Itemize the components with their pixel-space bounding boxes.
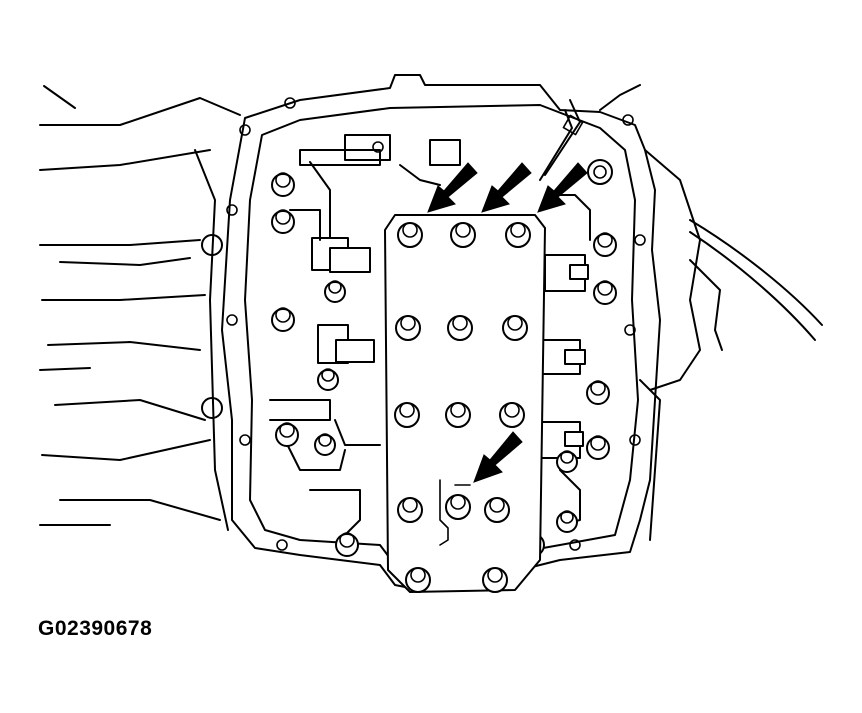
bolt (394, 402, 420, 428)
arrow-bolt-top-left (427, 162, 478, 213)
bolt (335, 532, 359, 557)
bolt (397, 222, 423, 248)
bolt (397, 497, 423, 523)
bolt (586, 435, 610, 460)
bolt (505, 222, 531, 248)
bolt (445, 494, 471, 520)
bolt (445, 402, 471, 428)
bolt (499, 402, 525, 428)
wire-harness (539, 99, 584, 181)
bolt (395, 315, 421, 341)
arrow-bolt-top-right (537, 162, 588, 213)
arrow-bolt-top-center (481, 162, 532, 213)
bolt (482, 567, 508, 593)
bolt (271, 209, 295, 234)
bolt (317, 368, 339, 391)
bolt (447, 315, 473, 341)
callout-arrows (427, 162, 588, 483)
bolt (586, 380, 610, 405)
bolt (405, 567, 431, 593)
valve-body-left (269, 134, 461, 541)
arrow-bolt-lower (473, 431, 523, 483)
bolt (556, 450, 578, 473)
transmission-housing-left (39, 85, 241, 531)
figure-code: G02390678 (38, 617, 153, 640)
bolt (324, 280, 346, 303)
valve-body-cover-plate (384, 214, 546, 593)
bolt (593, 280, 617, 305)
bolt (502, 315, 528, 341)
transmission-housing-right (599, 84, 823, 541)
bolt (271, 172, 295, 197)
bolt (593, 232, 617, 257)
bolt (275, 422, 299, 447)
bolt (484, 497, 510, 523)
cover-bolts (394, 222, 531, 593)
bolt (450, 222, 476, 248)
bolt (556, 510, 578, 533)
bolt (271, 307, 295, 332)
bolt (314, 433, 336, 456)
